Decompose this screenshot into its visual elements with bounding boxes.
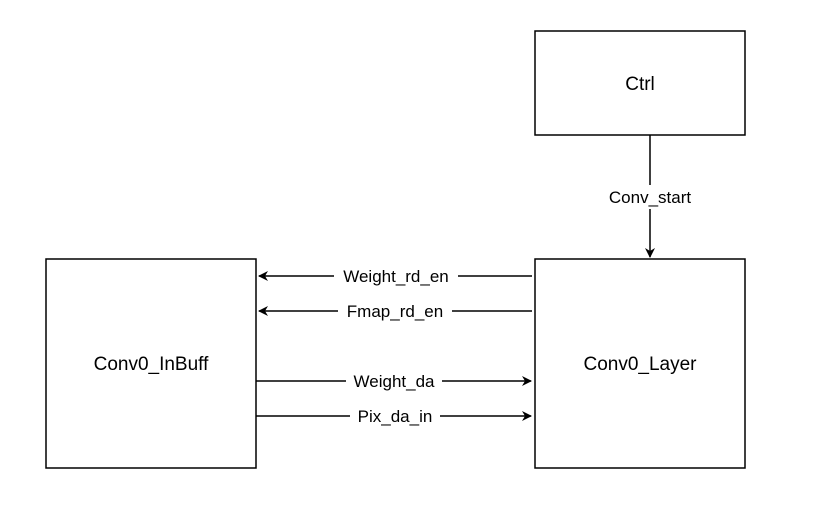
- weight-rd-en-label: Weight_rd_en: [343, 267, 449, 286]
- ctrl-block-label: Ctrl: [625, 74, 655, 95]
- layer-block: Conv0_Layer: [534, 258, 746, 469]
- inbuff-block: Conv0_InBuff: [45, 258, 257, 469]
- fmap-rd-en-connector: Fmap_rd_en: [258, 299, 532, 323]
- conv-start-connector: Conv_start: [600, 135, 700, 258]
- weight-da-label: Weight_da: [354, 372, 436, 391]
- inbuff-block-label: Conv0_InBuff: [94, 354, 210, 375]
- conv-start-label: Conv_start: [609, 188, 691, 207]
- weight-da-connector: Weight_da: [256, 369, 532, 393]
- layer-block-label: Conv0_Layer: [583, 354, 697, 375]
- fmap-rd-en-label: Fmap_rd_en: [347, 302, 443, 321]
- pix-da-in-connector: Pix_da_in: [256, 404, 532, 428]
- weight-rd-en-connector: Weight_rd_en: [258, 264, 532, 288]
- pix-da-in-label: Pix_da_in: [358, 407, 433, 426]
- ctrl-block: Ctrl: [534, 30, 746, 136]
